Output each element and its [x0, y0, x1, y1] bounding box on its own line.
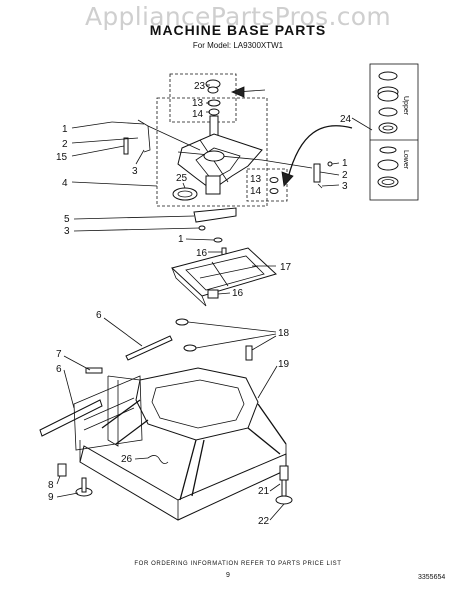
gearcase — [177, 133, 263, 191]
document-number: 3355654 — [418, 574, 446, 581]
callout-7: 7 — [56, 349, 62, 360]
model-subtitle: For Model: LA9300XTW1 — [192, 41, 284, 50]
page-number: 9 — [226, 572, 230, 579]
part-6-rail-upper — [125, 335, 173, 361]
upper-side-label: Upper — [402, 96, 409, 116]
part-6-rail-lower — [39, 399, 103, 437]
callout-5: 5 — [64, 214, 70, 225]
callout-8: 8 — [48, 480, 54, 491]
callout-19: 19 — [278, 359, 290, 370]
callout-14-top: 14 — [192, 109, 204, 120]
callout-3-left: 3 — [132, 166, 138, 177]
callout-25: 25 — [176, 173, 188, 184]
callout-26: 26 — [121, 454, 133, 465]
ordering-info-footer: FOR ORDERING INFORMATION REFER TO PARTS … — [134, 561, 342, 567]
callout-1-right: 1 — [342, 158, 348, 169]
callout-2-left: 2 — [62, 139, 68, 150]
right-detail-box — [246, 168, 288, 202]
part-15-clip — [123, 137, 129, 155]
callout-18: 18 — [278, 328, 290, 339]
part-8-foot — [57, 463, 67, 477]
callout-3-right: 3 — [342, 181, 348, 192]
main-assembly-box — [156, 97, 268, 207]
callout-17: 17 — [280, 262, 292, 273]
callout-14-right: 14 — [250, 186, 262, 197]
part-26-clip — [147, 455, 169, 464]
part-7-pin — [85, 367, 103, 374]
callout-3-lower: 3 — [64, 226, 70, 237]
callout-16-lower: 16 — [232, 288, 244, 299]
callout-13-right: 13 — [250, 174, 262, 185]
callout-2-right: 2 — [342, 170, 348, 181]
callout-1-lower: 1 — [178, 234, 184, 245]
lower-side-label: Lower — [402, 150, 409, 170]
top-detail-box — [169, 73, 237, 123]
callout-6-upper: 6 — [96, 310, 102, 321]
callout-24: 24 — [340, 114, 352, 125]
callout-9: 9 — [48, 492, 54, 503]
part-18 — [175, 318, 189, 326]
callout-21: 21 — [258, 486, 270, 497]
part-22-foot — [275, 495, 293, 505]
page-title: MACHINE BASE PARTS — [149, 22, 327, 38]
callout-22: 22 — [258, 516, 270, 527]
seal-kit-lower — [377, 146, 399, 188]
watermark: AppliancePartsPros.com — [84, 2, 392, 31]
part-21-foot — [279, 465, 289, 481]
part-25 — [172, 187, 198, 201]
part-19-base-frame — [79, 367, 287, 521]
callout-23: 23 — [194, 81, 206, 92]
callout-1-left: 1 — [62, 124, 68, 135]
callout-16-upper: 16 — [196, 248, 208, 259]
callout-4: 4 — [62, 178, 68, 189]
seal-kit-box — [369, 63, 419, 201]
callout-6-lower: 6 — [56, 364, 62, 375]
part-14 — [208, 108, 220, 116]
part-16-block — [207, 289, 219, 299]
callout-15: 15 — [56, 152, 68, 163]
callout-13-top: 13 — [192, 98, 204, 109]
seal-kit-upper — [377, 71, 399, 134]
part-5-bracket — [193, 207, 237, 223]
